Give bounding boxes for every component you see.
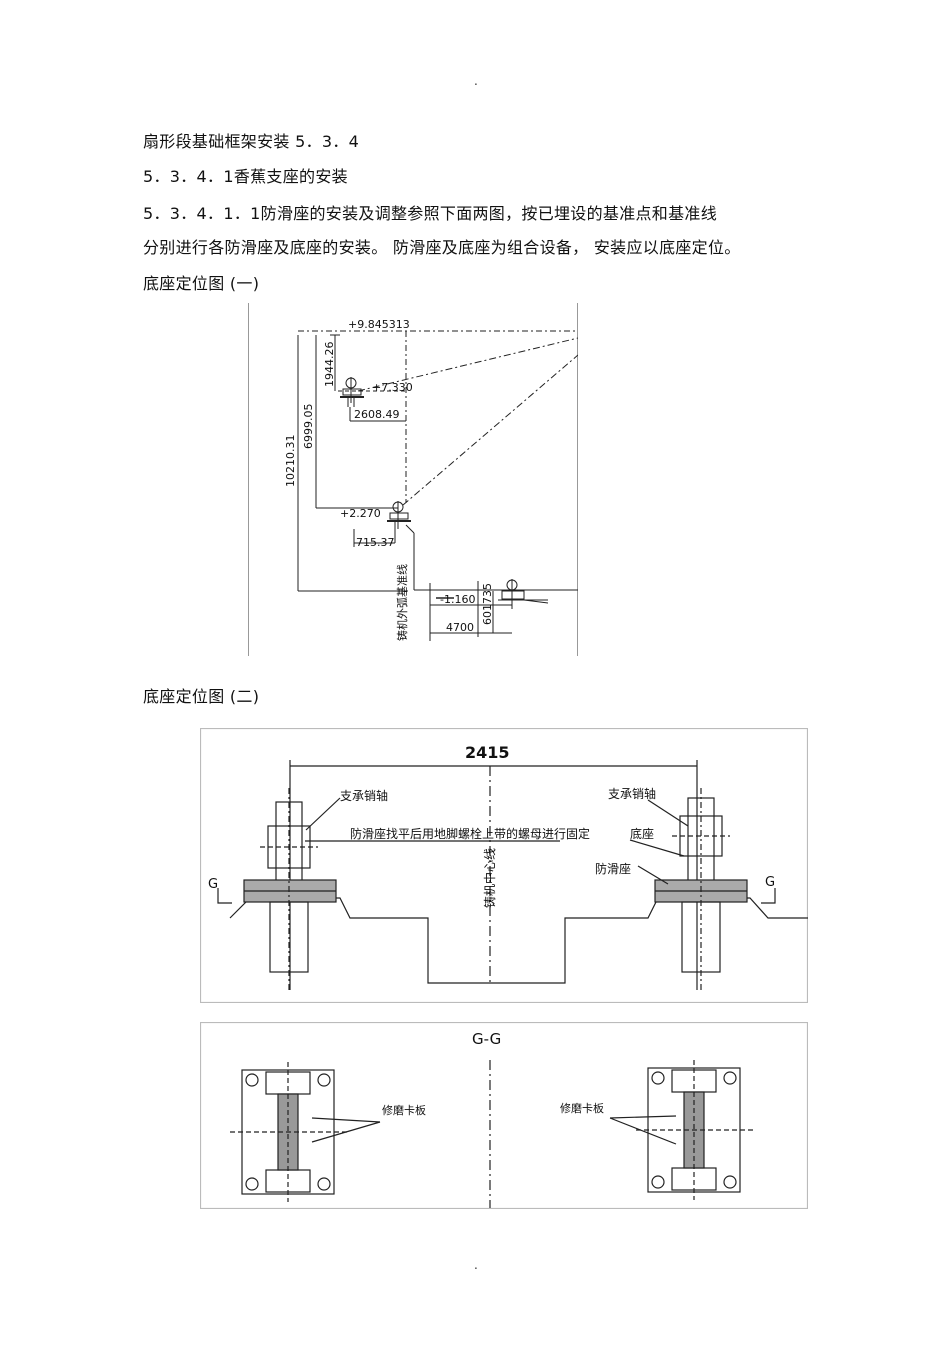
shim-plate-right-label: 修磨卡板 (560, 1101, 604, 1115)
base-label: 底座 (630, 826, 654, 841)
elevation-2270-label: +2.270 (340, 507, 381, 520)
elevation-1160-label: -1.160 (440, 593, 475, 606)
figure-caption-1: 底座定位图 (一) (143, 274, 260, 293)
reference-line-label: 铸机外弧基准线 (395, 564, 409, 641)
section-heading: 扇形段基础框架安装 5．3．4 (143, 132, 360, 151)
header-dot: . (474, 74, 478, 88)
fixing-note-label: 防滑座找平后用地脚螺栓上带的螺母进行固定 (350, 826, 590, 841)
support-pin-left-label: 支承销轴 (340, 788, 388, 803)
dim-10210-label: 10210.31 (284, 435, 297, 488)
footer-dot: . (474, 1258, 478, 1272)
dim-4700-label: 4700 (446, 621, 474, 634)
dim-601735-label: 601735 (481, 583, 494, 625)
dim-2608-label: 2608.49 (354, 408, 400, 421)
section-g-right-label: G (765, 875, 775, 890)
elevation-top-label: +9.845313 (348, 318, 410, 331)
dim-1944-label: 1944.26 (323, 342, 336, 388)
dim-715-label: 715.37 (356, 536, 395, 549)
caster-centerline-label: 铸机中心线 (482, 848, 497, 908)
paragraph-line-2: 分别进行各防滑座及底座的安装。 防滑座及底座为组合设备， 安装应以底座定位。 (143, 238, 741, 257)
paragraph-line-1: 5．3．4．1．1防滑座的安装及调整参照下面两图，按已埋设的基准点和基准线 (143, 204, 717, 223)
elevation-7330-label: +7.330 (372, 381, 413, 394)
support-pin-right-label: 支承销轴 (608, 786, 656, 801)
figure-caption-2: 底座定位图 (二) (143, 687, 260, 706)
dim-2415-label: 2415 (465, 743, 510, 762)
base-positioning-figure-2: 2415 支承销轴 支承销轴 防滑座找平后用地脚螺栓上带的螺母进行固定 底座 防… (199, 727, 809, 1004)
shim-plate-left-label: 修磨卡板 (382, 1103, 426, 1117)
dim-6999-label: 6999.05 (302, 404, 315, 450)
section-gg-figure: G-G 修磨卡板 修磨卡板 (199, 1021, 809, 1210)
antislip-seat-label: 防滑座 (595, 861, 631, 876)
section-g-left-label: G (208, 877, 218, 892)
subsection-heading: 5．3．4．1香蕉支座的安装 (143, 167, 348, 186)
section-gg-label: G-G (472, 1030, 501, 1048)
base-positioning-figure-1: +9.845313 1944.26 6999.05 10210.31 +7.33… (248, 303, 579, 656)
